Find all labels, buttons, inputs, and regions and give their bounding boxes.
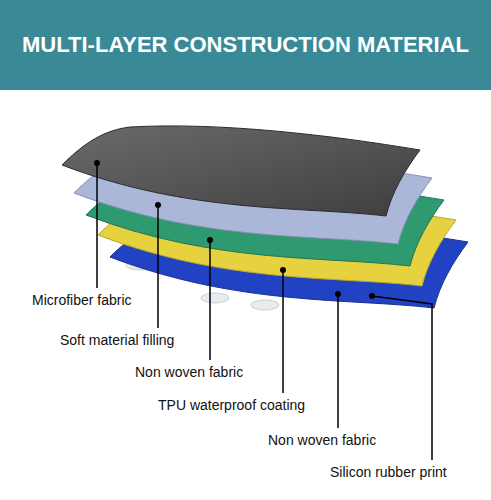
layer-label: Microfiber fabric xyxy=(32,292,132,308)
layer-label: Silicon rubber print xyxy=(330,464,447,480)
layer-label: Non woven fabric xyxy=(268,432,376,448)
title: MULTI-LAYER CONSTRUCTION MATERIAL xyxy=(0,0,491,90)
layer-label: TPU waterproof coating xyxy=(158,397,305,413)
layer-label: Soft material filling xyxy=(60,332,174,348)
layer-label: Non woven fabric xyxy=(135,364,243,380)
